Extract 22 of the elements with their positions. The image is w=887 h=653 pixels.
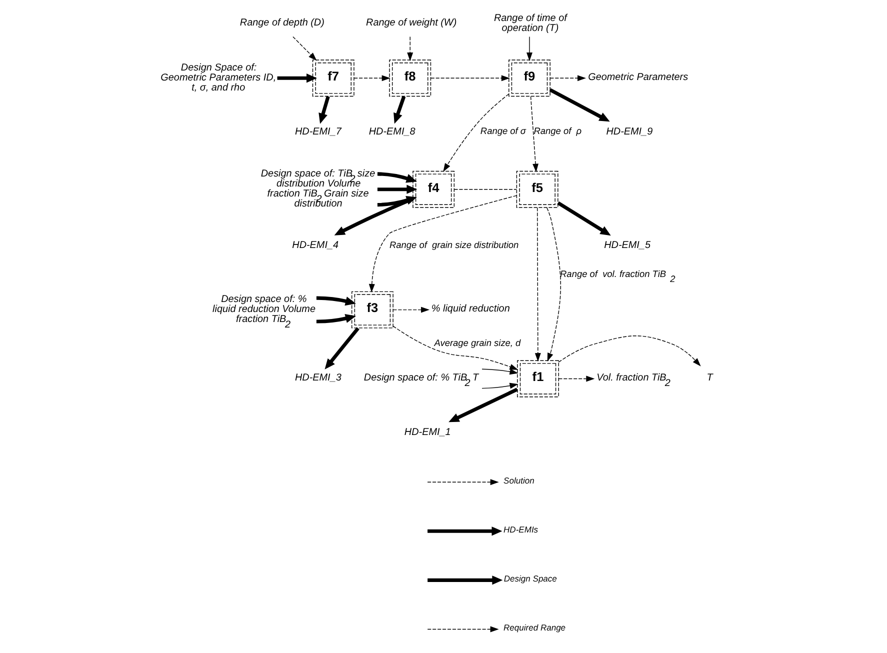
node-text: Range of weight (W) [366,18,457,29]
node-text: HD-EMI_3 [294,372,342,384]
node-text: HD-EMI_4 [292,240,339,252]
node-text: HD-EMI_1 [404,427,451,438]
node-text: % liquid reduction [431,304,510,315]
edge-label: Range of ρ [534,126,582,136]
edge-label: Range of σ [480,126,526,136]
edge-label: Range of grain size distribution [389,240,519,250]
legend-label: Design Space [504,574,557,584]
node-text: HD-EMI_7 [294,126,342,138]
node-text: Geometric Parameters [588,72,688,84]
legend-label: Required Range [504,622,566,633]
edge-label: Average grain size, d [434,338,521,348]
node-text: HD-EMI_8 [368,126,416,138]
node-text: T [706,372,713,384]
legend-label: HD-EMIs [504,524,538,535]
node-text: Range of time of operation (T) [494,13,567,34]
node-text: Design Space of: Geometric Parameters ID, t, σ, and rho [160,62,276,94]
legend-label: Solution [504,476,534,486]
node-text: HD-EMI_9 [606,126,653,138]
node-text: HD-EMI_5 [604,240,650,252]
node-text: Range of depth (D) [240,18,324,29]
